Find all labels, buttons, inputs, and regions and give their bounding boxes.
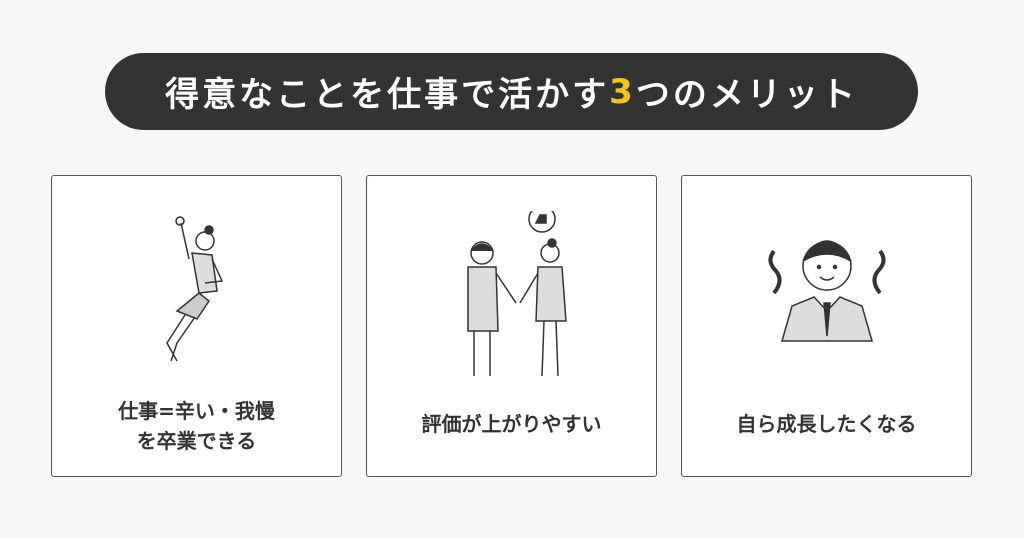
- title-highlight-number: 3: [609, 71, 636, 112]
- merit-card-3: 自ら成長したくなる: [681, 175, 972, 477]
- merit-label: 自ら成長したくなる: [736, 412, 917, 436]
- cheering-woman-icon: [165, 216, 223, 362]
- title-text-before: 得意なことを仕事で活かす: [165, 75, 610, 115]
- title-text-after: つのメリット: [635, 75, 858, 115]
- merit-label-line1: 仕事=辛い・我慢: [118, 399, 275, 423]
- merit-label: 評価が上がりやすい: [421, 412, 602, 436]
- merit-card-2: 評価が上がりやすい: [366, 175, 657, 477]
- handshake-icon: [466, 211, 567, 377]
- motivated-man-icon: [768, 240, 885, 342]
- merit-card-1: 仕事=辛い・我慢 を卒業できる: [51, 175, 342, 477]
- merit-label: 仕事=辛い・我慢 を卒業できる: [52, 396, 341, 456]
- merit-label-line2: を卒業できる: [136, 429, 257, 453]
